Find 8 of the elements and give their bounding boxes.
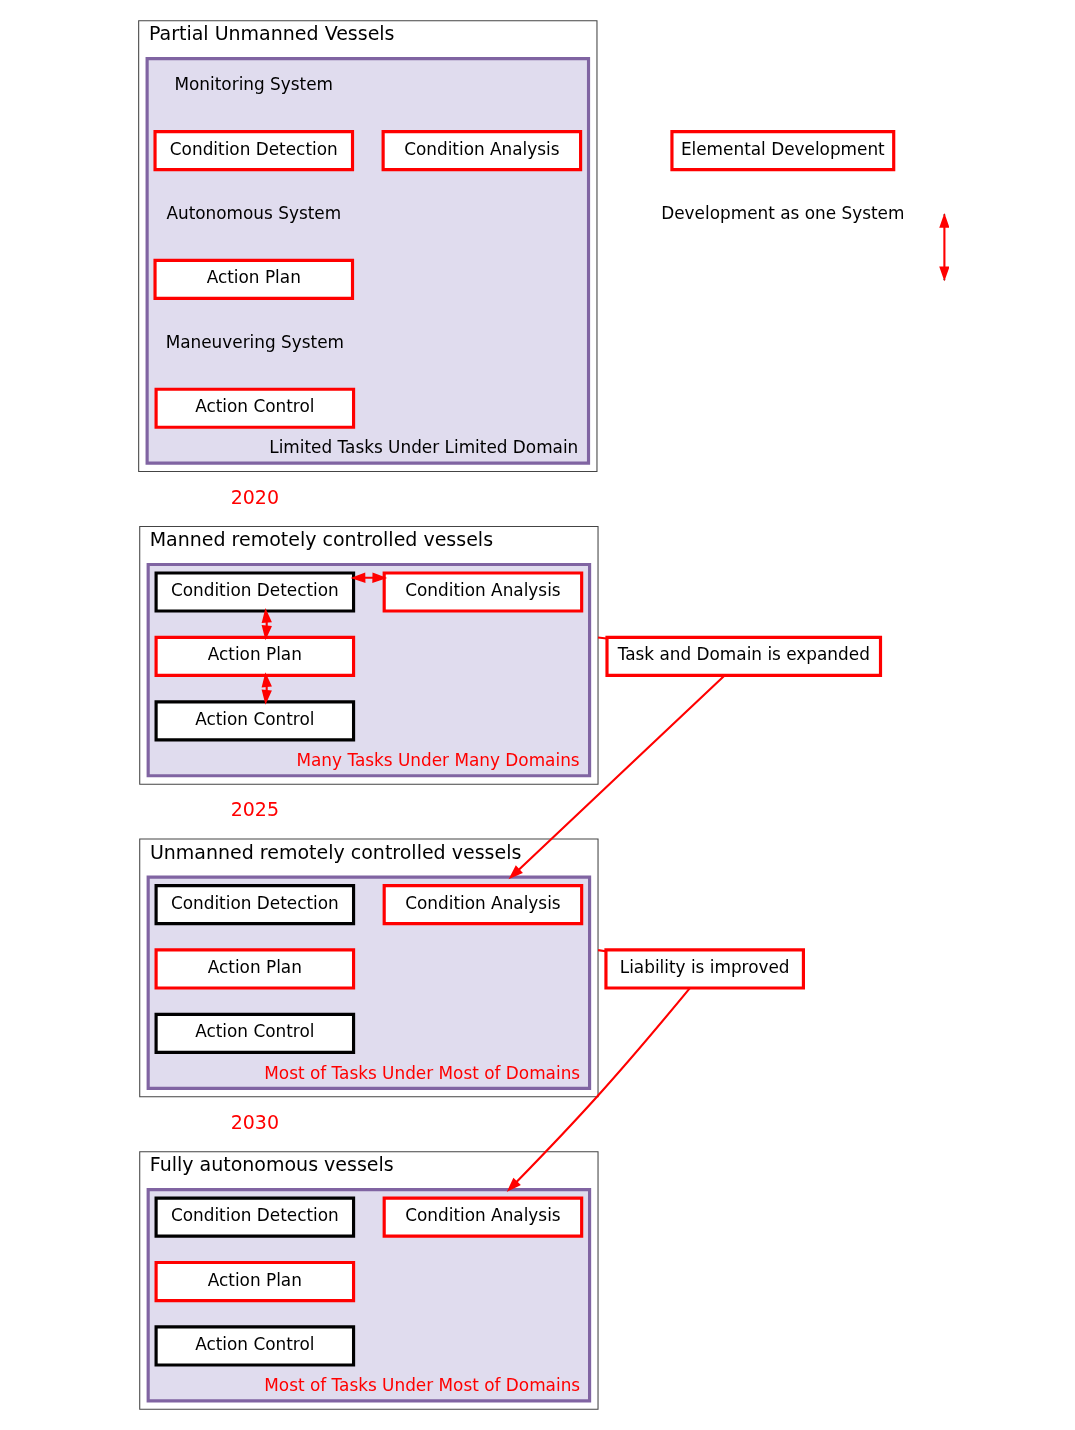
legend-label: Development as one System (661, 203, 905, 223)
label: 2020 (230, 485, 280, 508)
label: 2030 (230, 1110, 280, 1133)
legend-label: Elemental Development (680, 138, 885, 159)
label: 2025 (230, 798, 280, 821)
label: Maneuvering System (165, 331, 345, 352)
label: Autonomous System (166, 203, 342, 223)
label: Monitoring System (174, 74, 334, 95)
